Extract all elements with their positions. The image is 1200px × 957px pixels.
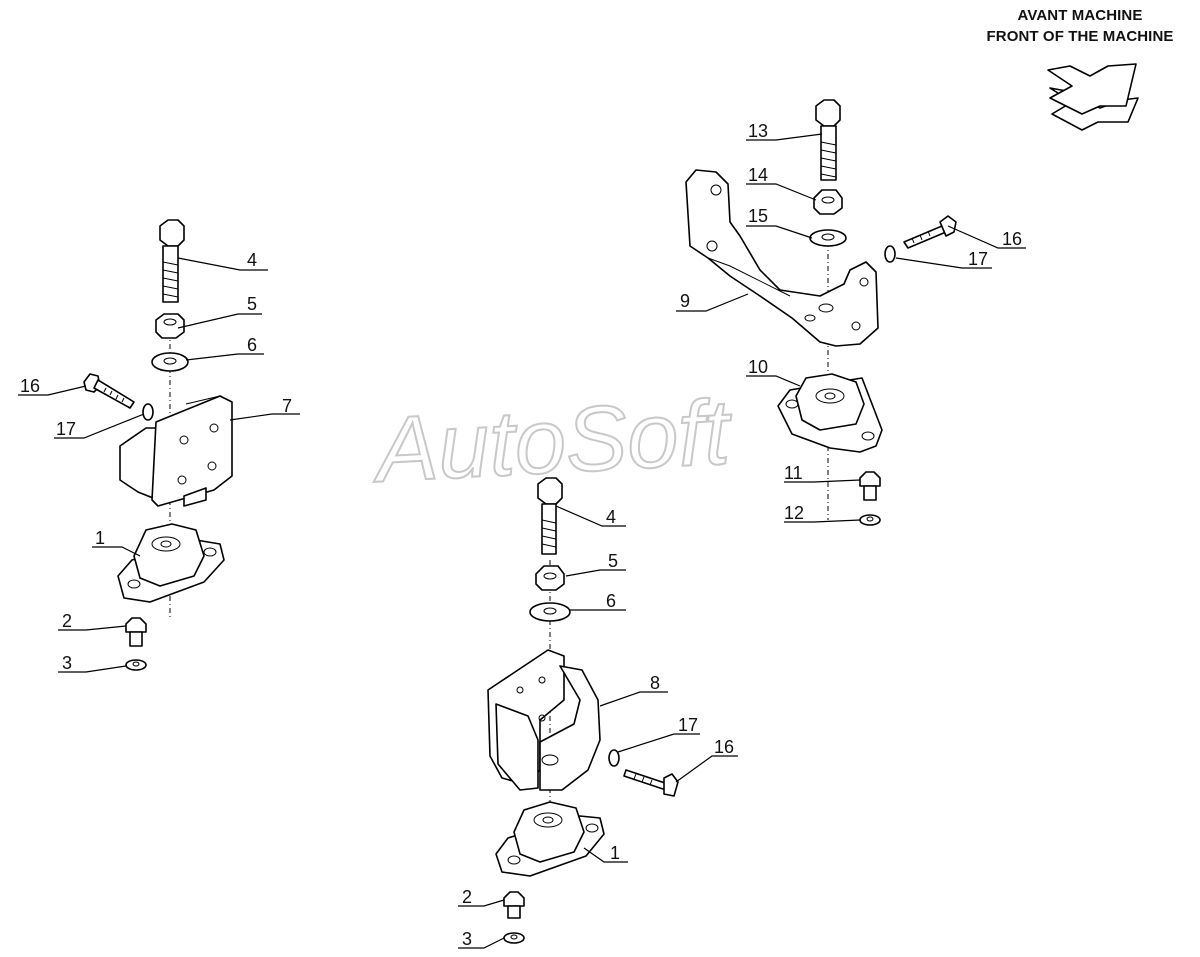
callout-left-1: 1 [95,528,105,548]
header-front-of-machine: FRONT OF THE MACHINE [986,28,1174,45]
callout-left-5: 5 [247,294,257,314]
callout-center-17: 17 [678,715,698,735]
callout-right-10: 10 [748,357,768,377]
center-silent-block-1 [495,801,605,877]
right-washer-15 [809,229,847,247]
callout-right-17: 17 [968,249,988,269]
left-screw-2 [125,617,147,647]
left-bracket-7 [119,395,233,507]
callout-center-2: 2 [462,887,472,907]
center-bolt-4 [537,477,563,555]
callout-center-1: 1 [610,843,620,863]
right-lockwasher-17 [884,245,896,263]
center-bolt-16 [623,769,679,797]
callout-left-16: 16 [20,376,40,396]
callout-right-13: 13 [748,121,768,141]
right-bolt-16 [903,215,957,249]
center-screw-2 [503,891,525,919]
callout-center-3: 3 [462,929,472,949]
callout-right-16: 16 [1002,229,1022,249]
callout-center-4: 4 [606,507,616,527]
left-bolt-16 [83,373,135,409]
callout-right-15: 15 [748,206,768,226]
right-nut-14 [813,189,843,215]
right-frame-bracket-9 [685,169,879,347]
left-mount-assembly [18,219,300,673]
left-nut-5 [155,313,185,339]
callout-left-7: 7 [282,396,292,416]
left-lockwasher-17 [142,403,154,421]
callout-right-11: 11 [784,463,803,483]
right-silent-block-10 [777,373,883,453]
right-mount-assembly [676,99,1026,526]
callout-left-17: 17 [56,419,76,439]
left-washer-6 [151,352,189,372]
center-mount-assembly [458,477,738,949]
left-silent-block-1 [117,523,225,603]
callout-right-12: 12 [784,503,804,523]
front-direction-arrow-icon [1047,63,1139,131]
callout-center-6: 6 [606,591,616,611]
callout-center-8: 8 [650,673,660,693]
center-washer-6 [529,602,571,622]
right-washer-12 [859,514,881,526]
callout-left-4: 4 [247,250,257,270]
callout-center-5: 5 [608,551,618,571]
left-bolt-4 [159,219,185,303]
callout-left-6: 6 [247,335,257,355]
center-nut-5 [535,565,565,591]
center-bracket-8 [487,649,601,791]
callout-center-16: 16 [714,737,734,757]
callout-left-3: 3 [62,653,72,673]
callout-left-2: 2 [62,611,72,631]
header-avant-machine: AVANT MACHINE [1017,7,1143,24]
center-washer-3 [503,932,525,944]
callout-right-9: 9 [680,291,690,311]
left-washer-3 [125,659,147,671]
center-lockwasher-17 [608,749,620,767]
callout-right-14: 14 [748,165,768,185]
right-bolt-13 [815,99,841,181]
right-screw-11 [859,471,881,501]
